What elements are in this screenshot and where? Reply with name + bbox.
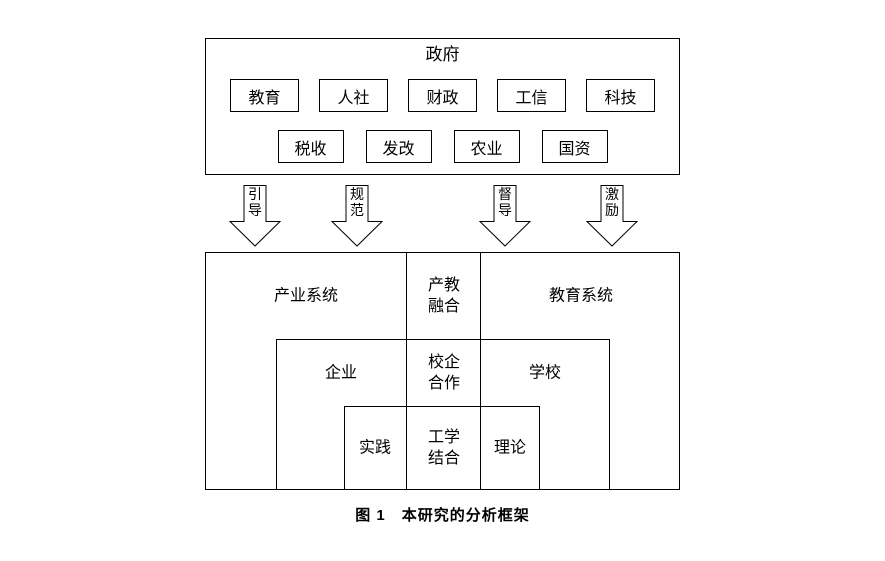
ministry-box-human-resources: 人社 [319,79,388,112]
enterprise-label: 企业 [324,364,358,382]
ministry-box-agriculture: 农业 [453,130,520,163]
ministry-box-taxation: 税收 [277,130,344,163]
figure-caption: 图 1 本研究的分析框架 [355,507,530,524]
grid-line-mid-top [276,339,610,340]
arrow-supervision: 督导 [479,185,531,247]
system-box: 产业系统 产教融合 教育系统 企业 校企合作 学校 实践 工学结合 理论 [205,252,680,490]
down-arrow-icon [586,185,638,247]
government-row-2: 税收 发改 农业 国资 [206,130,679,163]
industry-education-integration-label: 产教融合 [427,277,460,315]
arrow-regulation-label: 规范 [350,188,364,219]
ministry-box-finance: 财政 [408,79,477,112]
school-label: 学校 [528,364,562,382]
industry-system-label: 产业系统 [273,287,339,305]
government-row-1: 教育 人社 财政 工信 科技 [206,79,679,112]
grid-line-center-left [406,253,407,489]
arrow-incentive: 激励 [586,185,638,247]
ministry-box-science-tech: 科技 [586,79,655,112]
school-enterprise-cooperation-label: 校企合作 [427,354,460,392]
practice-label: 实践 [358,439,392,457]
education-system-label: 教育系统 [548,287,614,305]
ministry-box-education: 教育 [230,79,299,112]
grid-line-center-right [480,253,481,489]
grid-line-mid-left [276,339,277,489]
grid-line-inner-left [344,406,345,489]
grid-line-mid-right [609,339,610,489]
government-title: 政府 [425,45,460,64]
arrow-regulation: 规范 [331,185,383,247]
arrow-guidance-label: 引导 [248,188,262,219]
ministry-box-state-assets: 国资 [541,130,608,163]
grid-line-inner-top [344,406,540,407]
grid-line-inner-right [539,406,540,489]
government-box: 政府 教育 人社 财政 工信 科技 税收 发改 农业 国资 [205,38,680,175]
down-arrow-icon [229,185,281,247]
theory-label: 理论 [493,439,527,457]
ministry-box-development-reform: 发改 [365,130,432,163]
arrow-supervision-label: 督导 [498,188,512,219]
down-arrow-icon [331,185,383,247]
work-study-combination-label: 工学结合 [427,429,460,467]
arrow-guidance: 引导 [229,185,281,247]
down-arrow-icon [479,185,531,247]
ministry-box-industry-info: 工信 [497,79,566,112]
arrow-incentive-label: 激励 [605,188,619,219]
